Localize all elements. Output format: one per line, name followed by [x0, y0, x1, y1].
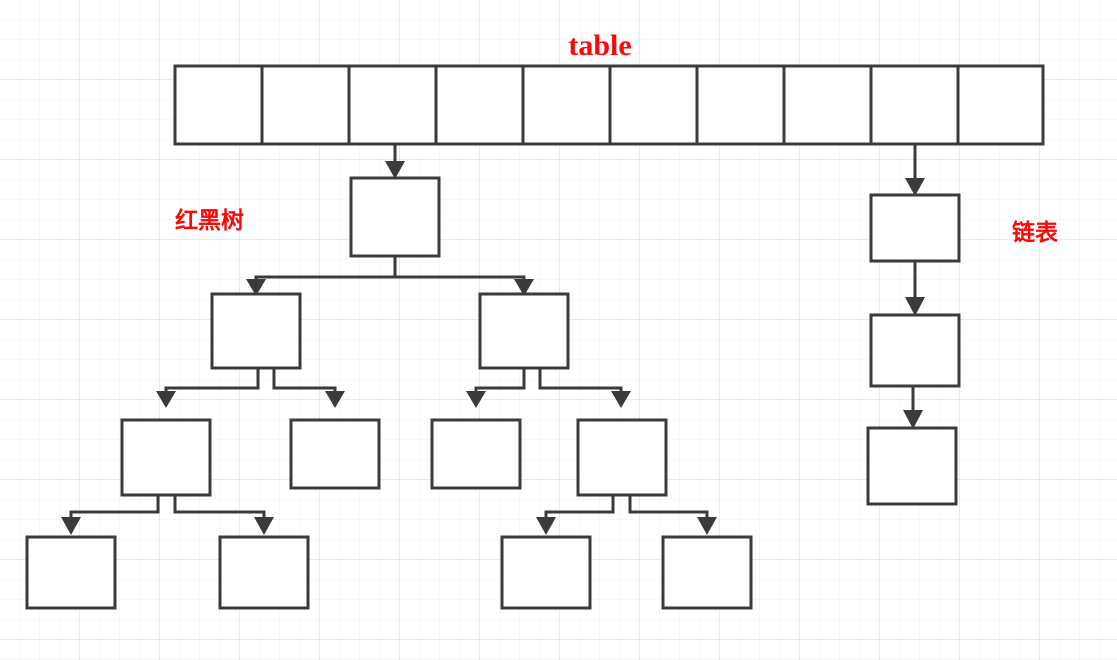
tree-node-l2-b[interactable] — [289, 418, 381, 490]
arrowhead-icon — [254, 517, 274, 535]
edge-l1left-to-l2-a — [156, 368, 260, 408]
list-node-1[interactable] — [869, 313, 961, 388]
table-cell-2[interactable] — [347, 64, 438, 146]
arrowhead-icon — [697, 517, 717, 535]
arrowhead-icon — [156, 391, 176, 408]
tree-leaf-c[interactable] — [500, 535, 592, 610]
table-cell-7[interactable] — [782, 64, 873, 146]
edge-root-to-left-child — [246, 256, 397, 296]
tree-node-l2-d[interactable] — [576, 418, 668, 497]
diagram-title: table — [568, 29, 631, 62]
list-node-2[interactable] — [866, 426, 958, 506]
edge-root-to-right-child — [395, 275, 534, 296]
tree-leaf-a[interactable] — [25, 535, 117, 610]
edge-l1right-to-l2-b — [538, 368, 631, 408]
table-cell-5[interactable] — [608, 64, 699, 146]
arrowhead-icon — [61, 517, 81, 535]
right-annotation-linked-list: 链表 — [1012, 219, 1059, 246]
arrowhead-icon — [611, 391, 631, 408]
arrowhead-icon — [246, 279, 266, 296]
edge-l2a-to-leaf-b — [173, 495, 274, 535]
edge-l2a-to-leaf-a — [61, 495, 160, 535]
edge-table-to-tree-root — [385, 144, 405, 179]
arrowhead-icon — [514, 279, 534, 296]
edge-list0-to-list1 — [905, 261, 925, 316]
arrowhead-icon — [905, 297, 925, 316]
tree-node-l2-c[interactable] — [430, 418, 522, 490]
arrowhead-icon — [903, 410, 923, 429]
edge-l2d-to-leaf-c — [536, 495, 615, 535]
list-node-0[interactable] — [869, 193, 961, 263]
left-annotation-red-black-tree: 红黑树 — [175, 207, 244, 234]
tree-leaf-d[interactable] — [661, 535, 753, 610]
arrowhead-icon — [905, 178, 925, 196]
arrowhead-icon — [466, 391, 486, 408]
table-cell-8[interactable] — [869, 64, 960, 146]
edge-list1-to-list2 — [903, 386, 923, 429]
tree-node-l2-a[interactable] — [120, 418, 212, 497]
table-cell-6[interactable] — [695, 64, 786, 146]
arrowhead-icon — [385, 161, 405, 179]
bucket-table — [173, 64, 1045, 146]
edge-l1right-to-l2-a — [466, 368, 526, 408]
tree-node-l1-left[interactable] — [210, 292, 302, 370]
table-cell-3[interactable] — [434, 64, 525, 146]
edge-table-to-list-head — [905, 144, 925, 196]
arrowhead-icon — [325, 391, 345, 408]
tree-node-root[interactable] — [349, 176, 441, 258]
tree-leaf-b[interactable] — [218, 535, 310, 610]
edge-l1left-to-l2-b — [272, 368, 345, 408]
tree-node-l1-right[interactable] — [478, 292, 570, 370]
edge-l2d-to-leaf-d — [628, 495, 717, 535]
table-cell-0[interactable] — [173, 64, 264, 146]
arrowhead-icon — [536, 517, 556, 535]
table-cell-1[interactable] — [260, 64, 351, 146]
table-cell-4[interactable] — [521, 64, 612, 146]
table-cell-9[interactable] — [956, 64, 1045, 146]
